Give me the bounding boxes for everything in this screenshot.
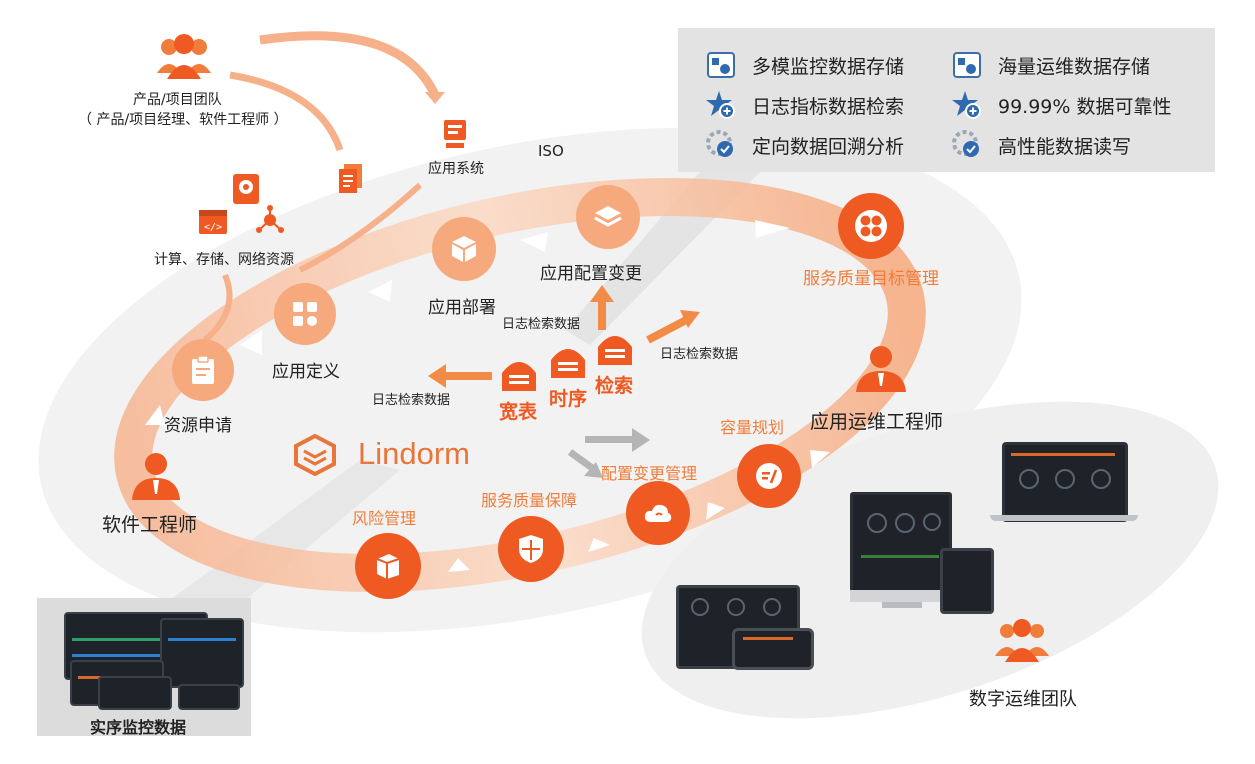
slo-management-node: [838, 193, 904, 259]
product-team-label: 产品/项目团队: [133, 92, 222, 108]
resource-request-node: [172, 339, 234, 401]
service-quality-node: [498, 516, 564, 582]
config-change-mgmt-node: [626, 481, 690, 545]
timeseries-icon: [549, 342, 587, 384]
product-team-sub: （ 产品/项目经理、软件工程师 ）: [78, 112, 288, 128]
lindorm-brand: Lindorm: [358, 436, 470, 471]
tablet-device: [940, 548, 994, 614]
capability-item: 多模监控数据存储: [706, 50, 904, 80]
resource-request-label: 资源申请: [164, 416, 232, 436]
capability-item: 海量运维数据存储: [952, 50, 1150, 80]
code-icon: </>: [198, 208, 228, 240]
document-icon: [336, 162, 366, 200]
log-search-tag: 日志检索数据: [502, 317, 581, 332]
ops-engineer-label: 应用运维工程师: [810, 411, 944, 433]
planning-icon: [756, 463, 782, 489]
wide-table-icon: [500, 355, 538, 397]
flow-arrow: [229, 71, 344, 152]
engineer-icon: [126, 450, 186, 506]
monitor-stand: [882, 602, 922, 608]
svg-text:</>: </>: [204, 222, 222, 233]
capacity-planning-node: [737, 444, 801, 508]
shield-icon: [519, 535, 543, 563]
service-quality-label: 服务质量保障: [481, 491, 578, 510]
monitor-data-caption: 实序监控数据: [90, 718, 187, 737]
box-icon: [376, 554, 400, 579]
laptop-screen: [1002, 442, 1128, 522]
star-plus-icon: [952, 90, 982, 120]
app-system-label: 应用系统: [428, 161, 484, 177]
search-engine-label: 检索: [595, 375, 634, 397]
log-search-tag: 日志检索数据: [660, 347, 739, 362]
flow-arrow: [298, 182, 423, 273]
slo-management-label: 服务质量目标管理: [803, 269, 939, 289]
config-change-mgmt-label: 配置变更管理: [601, 464, 698, 483]
laptop-base: [990, 515, 1138, 521]
team-icon: [155, 33, 213, 85]
search-engine-icon: [596, 329, 634, 371]
app-config-change-label: 应用配置变更: [540, 264, 642, 284]
dashboard-screen: [98, 676, 172, 710]
phone-device: [732, 628, 814, 670]
app-deploy-label: 应用部署: [428, 298, 496, 318]
dashboard-screen: [178, 684, 240, 710]
star-plus-icon: [706, 90, 736, 120]
cube-icon: [452, 236, 476, 262]
risk-management-label: 风险管理: [352, 509, 417, 528]
gear-check-icon: [952, 130, 982, 160]
app-definition-node: [274, 283, 336, 345]
layers-icon: [594, 206, 622, 227]
capability-panel: [678, 28, 1215, 172]
gear-check-icon: [706, 130, 736, 160]
flow-arrow: [203, 273, 233, 343]
timeseries-label: 时序: [549, 388, 588, 410]
ops-team-icon: [994, 618, 1050, 668]
compute-resources-label: 计算、存储、网络资源: [154, 252, 294, 268]
capability-item: 定向数据回溯分析: [706, 130, 904, 160]
monitor-chin: [850, 590, 952, 602]
desktop-monitor: [850, 492, 952, 594]
wide-table-label: 宽表: [499, 401, 538, 423]
network-icon: [254, 204, 286, 240]
iso-label: ISO: [538, 142, 564, 160]
server-icon: [442, 118, 468, 154]
app-definition-label: 应用定义: [272, 362, 340, 382]
grid-icon: [293, 302, 317, 326]
ops-engineer-icon: [852, 344, 910, 398]
quadrant-icon: [855, 210, 887, 242]
software-engineer-label: 软件工程师: [102, 514, 198, 536]
risk-management-node: [355, 533, 421, 599]
capability-item: 日志指标数据检索: [706, 90, 904, 120]
flow-arrow: [259, 31, 440, 97]
storage-icon: [952, 50, 982, 80]
capacity-planning-label: 容量规划: [720, 418, 785, 437]
capability-item: 高性能数据读写: [952, 130, 1131, 160]
dashboard-screen: [160, 618, 244, 688]
capability-item: 99.99% 数据可靠性: [952, 90, 1172, 120]
digital-ops-team-label: 数字运维团队: [969, 689, 1077, 710]
app-deploy-node: [432, 217, 496, 281]
lindorm-logo-icon: [292, 433, 338, 480]
clipboard-icon: [192, 355, 214, 384]
cloud-icon: [644, 504, 672, 522]
storage-icon: [706, 50, 736, 80]
disk-icon: [231, 172, 261, 210]
log-search-tag: 日志检索数据: [372, 393, 451, 408]
app-config-change-node: [576, 185, 640, 249]
